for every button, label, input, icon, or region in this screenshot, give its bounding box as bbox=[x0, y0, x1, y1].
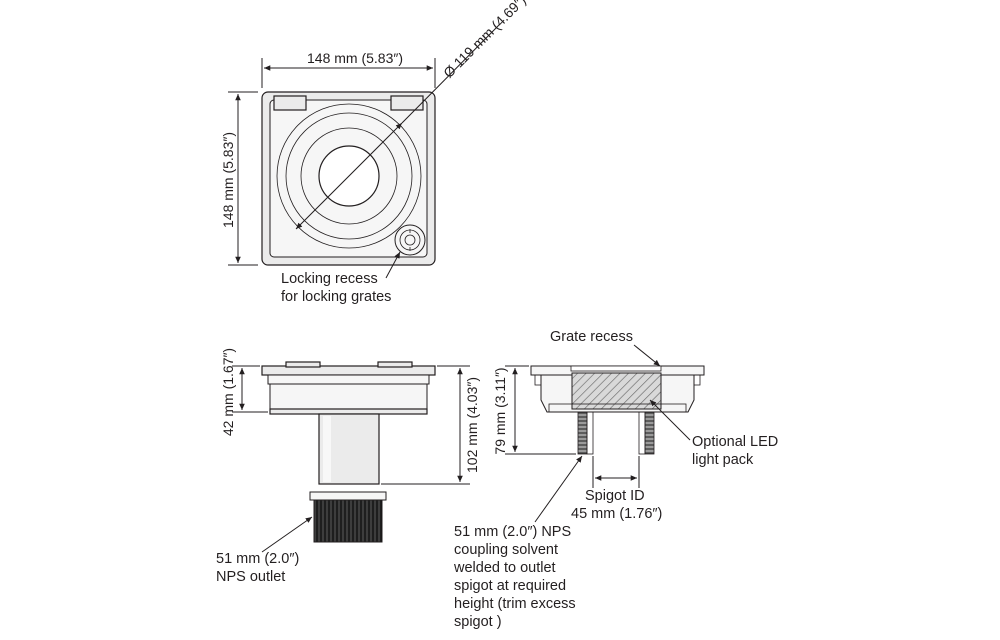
keyhole-icon bbox=[404, 229, 416, 251]
grate-recess-label: Grate recess bbox=[550, 329, 633, 345]
pipe-highlight bbox=[323, 416, 331, 482]
drain-body bbox=[269, 383, 428, 414]
locking-recess-icon bbox=[394, 224, 426, 256]
section-view: Grate recess 79 mm (3.11″) Optional LED … bbox=[453, 329, 778, 630]
tab-top-left bbox=[273, 95, 307, 111]
flange-tab-left bbox=[285, 361, 321, 368]
led-callout-line1: Optional LED bbox=[692, 434, 778, 450]
side-overall-height-label: 102 mm (4.03″) bbox=[464, 377, 480, 473]
coupling-callout-line5: height (trim excess bbox=[454, 596, 576, 612]
section-grate-recess bbox=[570, 365, 662, 372]
section-height-label: 79 mm (3.11″) bbox=[492, 367, 508, 454]
spigot-thread-right bbox=[644, 411, 655, 455]
section-side-lip-right bbox=[693, 374, 701, 386]
spigot-pipe-left bbox=[586, 411, 594, 455]
led-light-pack bbox=[571, 372, 662, 410]
side-view: 42 mm (1.67″) 102 mm (4.03″) 51 mm (2.0″… bbox=[216, 348, 480, 585]
plan-view: 148 mm (5.83″) 148 mm (5.83″) Ø 119 mm (… bbox=[220, 0, 529, 305]
middle-ring bbox=[285, 112, 413, 240]
locking-callout-line2: for locking grates bbox=[281, 289, 391, 305]
coupling-callout-line1: 51 mm (2.0″) NPS bbox=[454, 524, 571, 540]
spigot-pipe-right bbox=[638, 411, 646, 455]
plan-height-label: 148 mm (5.83″) bbox=[220, 132, 236, 228]
section-base-ring bbox=[548, 403, 687, 413]
plan-diameter-label: Ø 119 mm (4.69″) bbox=[440, 0, 529, 81]
led-callout-line2: light pack bbox=[692, 452, 754, 468]
body-base bbox=[269, 408, 428, 415]
coupling-collar bbox=[309, 491, 387, 501]
side-flange-height-label: 42 mm (1.67″) bbox=[220, 348, 236, 436]
locking-callout-line1: Locking recess bbox=[281, 271, 378, 287]
coupling-callout-line3: welded to outlet bbox=[453, 560, 556, 576]
spigot-callout-line2: 45 mm (1.76″) bbox=[571, 506, 662, 522]
spigot-thread-left bbox=[577, 411, 588, 455]
plan-width-label: 148 mm (5.83″) bbox=[307, 50, 403, 66]
outlet-callout-line1: 51 mm (2.0″) bbox=[216, 551, 299, 567]
tab-top-right bbox=[390, 95, 424, 111]
coupling-callout-line4: spigot at required bbox=[454, 578, 566, 594]
threaded-outlet bbox=[313, 499, 383, 543]
outlet-callout-line2: NPS outlet bbox=[216, 569, 285, 585]
outer-ring bbox=[276, 103, 422, 249]
flange-lip bbox=[267, 374, 430, 385]
flange-tab-right bbox=[377, 361, 413, 368]
spigot-callout-line1: Spigot ID bbox=[585, 488, 645, 504]
section-side-lip-left bbox=[534, 374, 542, 386]
coupling-callout-line6: spigot ) bbox=[454, 614, 502, 630]
coupling-callout-line2: coupling solvent bbox=[454, 542, 558, 558]
